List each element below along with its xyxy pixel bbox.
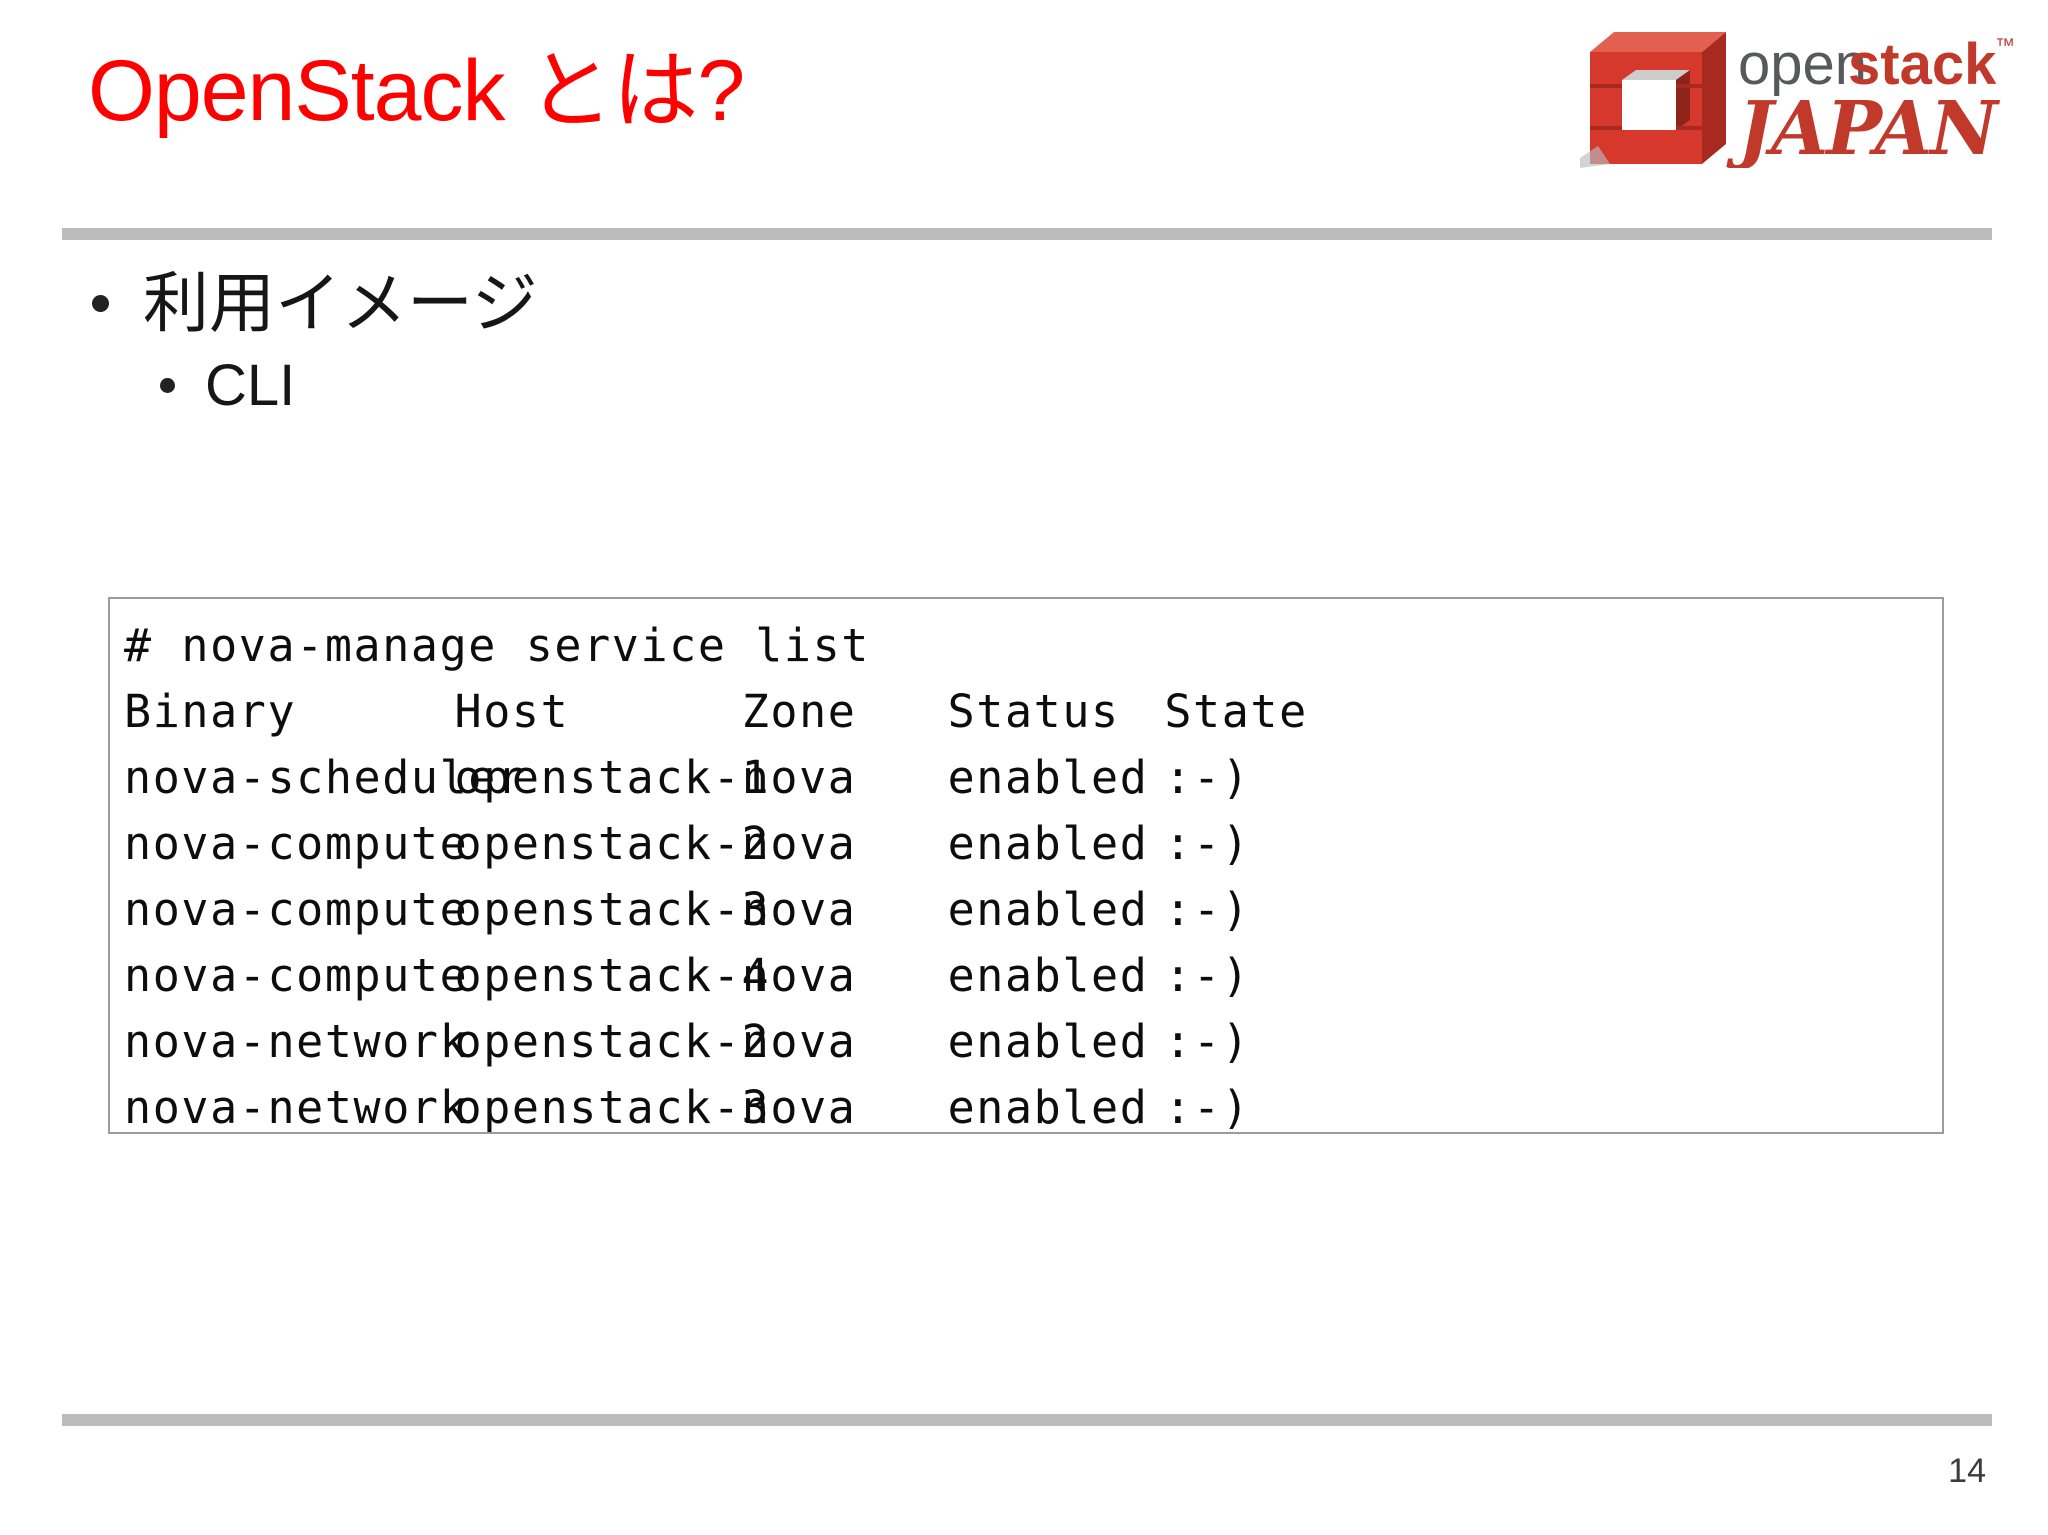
logo-trademark: ™ [1995, 35, 2015, 57]
terminal-cell-zone: nova [741, 949, 857, 1002]
page-number: 14 [1948, 1452, 1986, 1490]
terminal-col-header-status: Status [947, 685, 1120, 738]
bullet-dot-icon [92, 295, 109, 312]
logo-wordmark-stack: stack [1848, 32, 1997, 97]
terminal-cell-host: openstack-1 [454, 751, 771, 804]
terminal-cell-binary: nova-compute [124, 883, 469, 936]
terminal-output-box: # nova-manage service list Binary Host Zon… [108, 597, 1944, 1134]
terminal-cell-binary: nova-compute [124, 817, 469, 870]
terminal-cell-state: :-) [1164, 1015, 1251, 1068]
terminal-row: nova-computeopenstack-4nova enabled :-) [124, 943, 1942, 1009]
terminal-cell-state: :-) [1164, 751, 1251, 804]
terminal-cell-state: :-) [1164, 883, 1251, 936]
terminal-col-header-state: State [1164, 685, 1308, 738]
terminal-col-header-host: Host [454, 685, 570, 738]
terminal-cell-status: enabled [947, 751, 1149, 804]
terminal-cell-status: enabled [947, 1081, 1149, 1134]
terminal-col-header-zone: Zone [741, 685, 857, 738]
terminal-cell-zone: nova [741, 751, 857, 804]
header-divider [62, 228, 1992, 240]
terminal-cell-status: enabled [947, 1015, 1149, 1068]
terminal-cell-zone: nova [741, 1015, 857, 1068]
openstack-japan-logo: open stack ™ JAPAN [1580, 18, 2040, 168]
terminal-cell-zone: nova [741, 883, 857, 936]
terminal-cell-host: openstack-3 [454, 1081, 771, 1134]
bullet-level2-label: CLI [205, 353, 296, 418]
bullet-dot-icon [160, 378, 175, 393]
terminal-row: nova-computeopenstack-3nova enabled :-) [124, 877, 1942, 943]
terminal-cell-binary: nova-compute [124, 949, 469, 1002]
logo-wordmark-open: open [1738, 32, 1867, 97]
page-title: OpenStack とは? [88, 43, 745, 139]
terminal-cell-binary: nova-network [124, 1081, 469, 1134]
terminal-row: nova-computeopenstack-2nova enabled :-) [124, 811, 1942, 877]
terminal-cell-status: enabled [947, 949, 1149, 1002]
terminal-cell-host: openstack-4 [454, 949, 771, 1002]
terminal-cell-status: enabled [947, 817, 1149, 870]
openstack-box-icon [1580, 32, 1726, 168]
terminal-col-header-binary: Binary [124, 685, 297, 738]
terminal-cell-state: :-) [1164, 817, 1251, 870]
terminal-row: nova-networkopenstack-2nova enabled :-) [124, 1009, 1942, 1075]
terminal-prompt-line: # nova-manage service list [124, 619, 870, 672]
terminal-cell-host: openstack-2 [454, 817, 771, 870]
terminal-cell-host: openstack-3 [454, 883, 771, 936]
terminal-cell-binary: nova-scheduler [124, 751, 526, 804]
bullet-level2: CLI [160, 352, 295, 419]
terminal-header-row: Binary Host Zone Status State [124, 679, 1942, 745]
terminal-cell-state: :-) [1164, 949, 1251, 1002]
terminal-cell-zone: nova [741, 817, 857, 870]
terminal-row: nova-networkopenstack-3nova enabled :-) [124, 1075, 1942, 1134]
bullet-level1-label: 利用イメージ [143, 266, 538, 340]
terminal-cell-binary: nova-network [124, 1015, 469, 1068]
terminal-row: nova-scheduleropenstack-1nova enabled :-) [124, 745, 1942, 811]
logo-wordmark-japan: JAPAN [1726, 86, 2000, 168]
bullet-level1: 利用イメージ [92, 250, 538, 346]
terminal-cell-status: enabled [947, 883, 1149, 936]
terminal-cell-zone: nova [741, 1081, 857, 1134]
terminal-cell-host: openstack-2 [454, 1015, 771, 1068]
terminal-cell-state: :-) [1164, 1081, 1251, 1134]
footer-divider [62, 1414, 1992, 1426]
